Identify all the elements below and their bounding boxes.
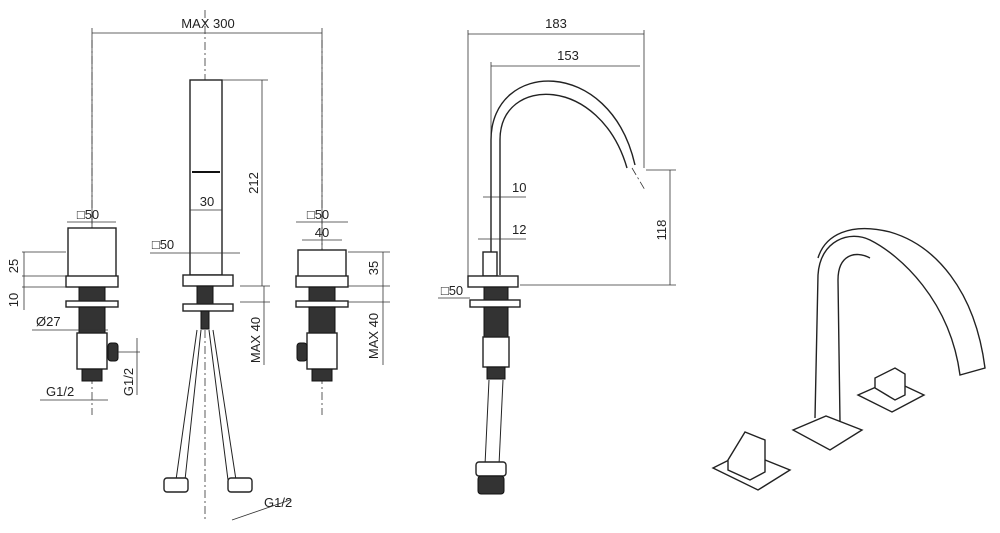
label-hose-g12: G1/2 bbox=[264, 495, 292, 510]
label-right-inner: 40 bbox=[315, 225, 329, 240]
label-spout-max40: MAX 40 bbox=[248, 317, 263, 363]
label-right-height: 35 bbox=[366, 261, 381, 275]
left-handle: □50 25 10 Ø27 G1/2 G1/2 bbox=[6, 40, 140, 415]
label-left-square: □50 bbox=[77, 207, 99, 222]
label-10: 10 bbox=[512, 180, 526, 195]
label-diameter: Ø27 bbox=[36, 314, 61, 329]
label-right-max40: MAX 40 bbox=[366, 313, 381, 359]
product-render bbox=[711, 227, 986, 491]
label-left-plate: 10 bbox=[6, 293, 21, 307]
spout-front: 30 □50 212 MAX 40 G1/2 bbox=[150, 10, 292, 521]
label-g12-bottom: G1/2 bbox=[46, 384, 74, 399]
label-column: 30 bbox=[200, 194, 214, 209]
label-left-height: 25 bbox=[6, 259, 21, 273]
label-12: 12 bbox=[512, 222, 526, 237]
label-153: 153 bbox=[557, 48, 579, 63]
label-spout-square: □50 bbox=[152, 237, 174, 252]
label-right-square: □50 bbox=[307, 207, 329, 222]
label-g12-side: G1/2 bbox=[121, 368, 136, 396]
label-spout-height: 212 bbox=[246, 172, 261, 194]
label-max-300: MAX 300 bbox=[181, 16, 234, 31]
label-183: 183 bbox=[545, 16, 567, 31]
right-handle: □50 40 35 MAX 40 bbox=[295, 40, 390, 415]
label-118: 118 bbox=[654, 220, 669, 241]
label-side-square: □50 bbox=[441, 283, 463, 298]
spout-side-view: 183 153 10 12 118 □50 bbox=[438, 16, 676, 495]
